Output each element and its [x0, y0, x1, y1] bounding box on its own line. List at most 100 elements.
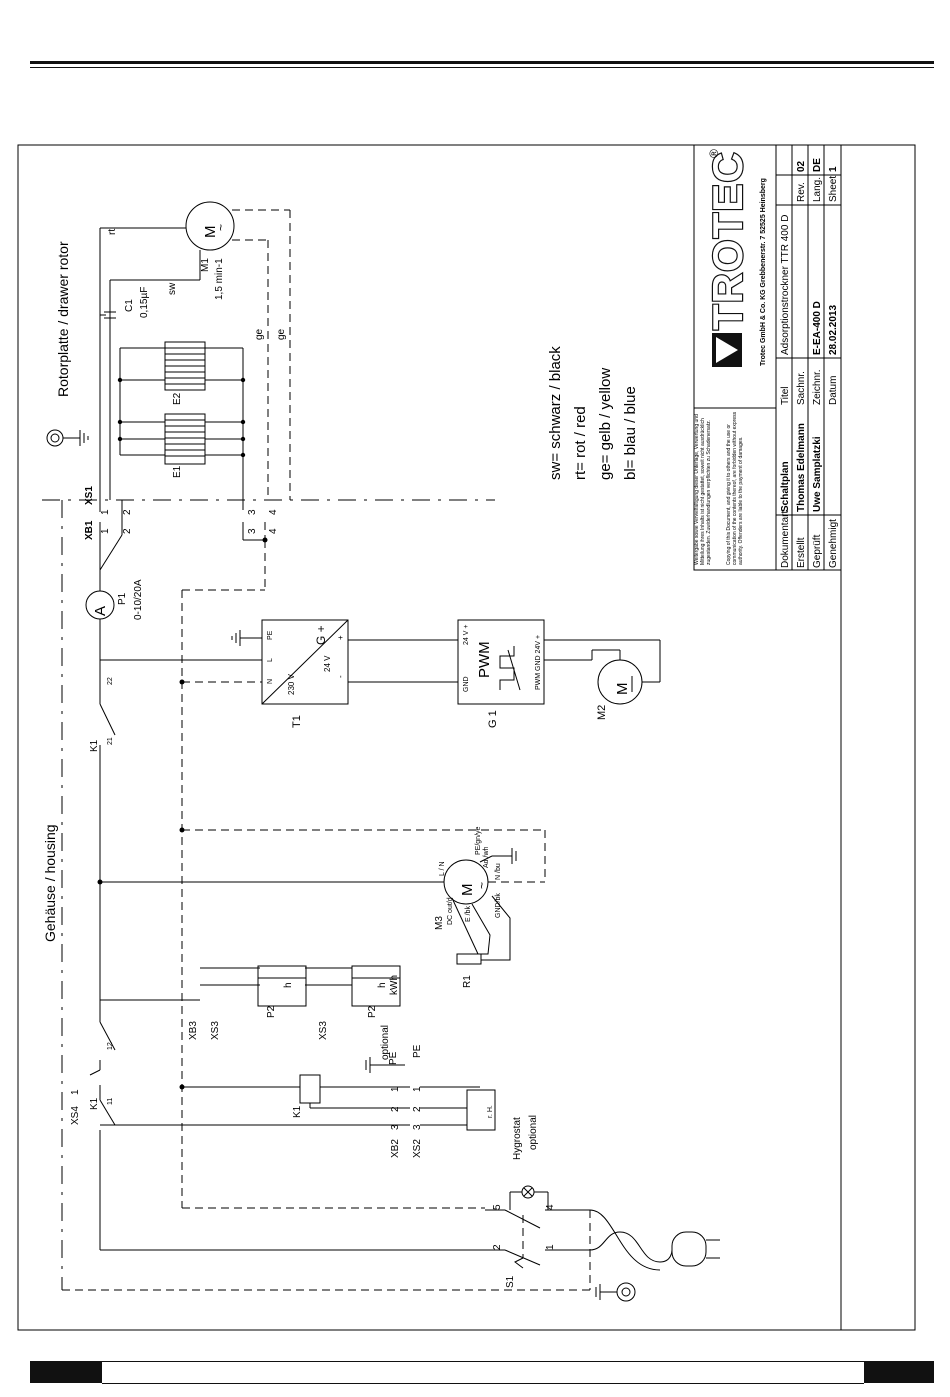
r1-potentiometer — [456, 953, 482, 965]
svg-text:Datum: Datum — [828, 376, 839, 405]
svg-text:3: 3 — [412, 1124, 423, 1130]
svg-text:24 V: 24 V — [323, 655, 332, 672]
svg-text:3: 3 — [247, 528, 258, 534]
housing-label: Gehäuse / housing — [42, 824, 58, 942]
hygrostat — [466, 1089, 496, 1131]
svg-text:Titel: Titel — [780, 386, 791, 405]
svg-text:GND/bk: GND/bk — [495, 893, 502, 918]
svg-text:PE/gn/ye: PE/gn/ye — [475, 826, 482, 855]
svg-text:optional: optional — [528, 1115, 539, 1150]
svg-text:PWM: PWM — [476, 641, 493, 678]
svg-text:L: L — [267, 658, 274, 662]
footer-bar — [30, 1361, 934, 1384]
svg-text:GND: GND — [463, 676, 470, 692]
svg-text:1: 1 — [412, 1086, 423, 1092]
svg-text:1: 1 — [100, 528, 111, 534]
svg-text:XS3: XS3 — [318, 1021, 329, 1040]
svg-text:28.02.2013: 28.02.2013 — [828, 305, 839, 355]
mains-plug — [671, 1231, 707, 1267]
color-legend: sw= schwarz / black rt= rot / red ge= ge… — [547, 346, 639, 480]
svg-text:A: A — [92, 606, 109, 616]
p2-energy-meter — [351, 965, 401, 1007]
svg-text:ge= gelb / yellow: ge= gelb / yellow — [597, 368, 614, 480]
svg-text:Lang.: Lang. — [812, 177, 823, 202]
svg-text:r. H.: r. H. — [487, 1105, 494, 1118]
svg-text:E1: E1 — [172, 465, 183, 478]
svg-text:1: 1 — [828, 166, 839, 172]
svg-text:M: M — [202, 226, 219, 239]
svg-text:T1: T1 — [291, 715, 303, 728]
svg-text:22: 22 — [107, 677, 114, 685]
svg-text:Sachnr.: Sachnr. — [796, 371, 807, 405]
svg-text:N: N — [267, 679, 274, 684]
g1-pwm-module — [457, 619, 545, 705]
svg-text:XB2: XB2 — [390, 1139, 401, 1158]
svg-text:~: ~ — [475, 882, 489, 889]
svg-text:kWh: kWh — [389, 975, 400, 995]
svg-text:Rev.: Rev. — [796, 182, 807, 202]
svg-text:ge: ge — [276, 328, 287, 340]
svg-text:+: + — [336, 635, 345, 640]
svg-text:0-10/20A: 0-10/20A — [133, 579, 144, 620]
svg-text:XB1: XB1 — [84, 520, 95, 540]
svg-text:1: 1 — [70, 1089, 81, 1095]
svg-text:S1: S1 — [505, 1275, 516, 1288]
svg-text:Geprüft: Geprüft — [812, 534, 823, 568]
svg-text:E /bk: E /bk — [465, 906, 472, 922]
svg-text:DC out/d: DC out/d — [447, 897, 454, 925]
header-rule-thick — [30, 61, 934, 64]
svg-text:Sheet: Sheet — [828, 176, 839, 202]
svg-text:M: M — [459, 884, 476, 897]
svg-text:K1: K1 — [292, 1105, 303, 1118]
svg-text:K1: K1 — [89, 739, 100, 752]
svg-text:G 1: G 1 — [487, 710, 499, 728]
svg-text:Schaltplan: Schaltplan — [780, 461, 791, 512]
t1-power-supply — [261, 619, 349, 705]
svg-text:2: 2 — [412, 1106, 423, 1112]
svg-text:Dokumentart: Dokumentart — [780, 511, 791, 568]
heater-e2 — [117, 341, 246, 510]
svg-text:PE: PE — [412, 1044, 423, 1058]
svg-text:PWM GND 24V +: PWM GND 24V + — [535, 635, 542, 690]
svg-text:4: 4 — [545, 1204, 556, 1210]
svg-text:DE: DE — [812, 158, 823, 172]
svg-text:1: 1 — [100, 509, 111, 515]
svg-text:Adsorptionstrockner TTR 400 D: Adsorptionstrockner TTR 400 D — [780, 215, 791, 355]
svg-text:1: 1 — [545, 1244, 556, 1250]
svg-text:Ad /wh: Ad /wh — [483, 846, 490, 868]
heater-e1 — [117, 413, 246, 465]
svg-text:bl= blau / blue: bl= blau / blue — [622, 386, 639, 480]
svg-text:C1: C1 — [124, 299, 135, 312]
svg-text:G +: G + — [314, 625, 328, 645]
svg-text:1: 1 — [390, 1086, 401, 1092]
trotec-logo-arrow — [716, 337, 738, 363]
svg-text:XS2: XS2 — [412, 1139, 423, 1158]
p2-hour-meter — [257, 965, 307, 1007]
svg-text:M1: M1 — [200, 258, 211, 272]
svg-text:®: ® — [707, 149, 721, 158]
svg-text:Zeichnr.: Zeichnr. — [812, 369, 823, 405]
svg-text:Genehmigt: Genehmigt — [828, 519, 839, 568]
brand-logo-text: TROTEC — [704, 151, 751, 330]
svg-text:11: 11 — [107, 1098, 114, 1105]
svg-text:PE: PE — [267, 630, 274, 640]
svg-text:sw: sw — [167, 282, 178, 295]
svg-text:2: 2 — [122, 528, 133, 534]
svg-text:R1: R1 — [462, 975, 473, 988]
svg-text:2: 2 — [492, 1244, 503, 1250]
svg-text:230 V: 230 V — [287, 673, 296, 695]
svg-text:12: 12 — [107, 1042, 114, 1050]
svg-text:XS3: XS3 — [210, 1021, 221, 1040]
svg-text:4: 4 — [268, 509, 279, 515]
svg-text:P1: P1 — [117, 592, 128, 605]
drawing-frame — [17, 144, 916, 1331]
svg-text:5: 5 — [492, 1204, 503, 1210]
svg-text:optional: optional — [380, 1025, 391, 1060]
svg-text:1,5 min-1: 1,5 min-1 — [214, 258, 225, 300]
svg-text:XS4: XS4 — [70, 1106, 81, 1125]
svg-text:M3: M3 — [434, 916, 445, 930]
k1-relay-coil — [299, 1074, 321, 1104]
svg-text:P2: P2 — [266, 1005, 277, 1018]
svg-text:ge: ge — [254, 328, 265, 340]
header-rule-thin — [30, 67, 934, 68]
